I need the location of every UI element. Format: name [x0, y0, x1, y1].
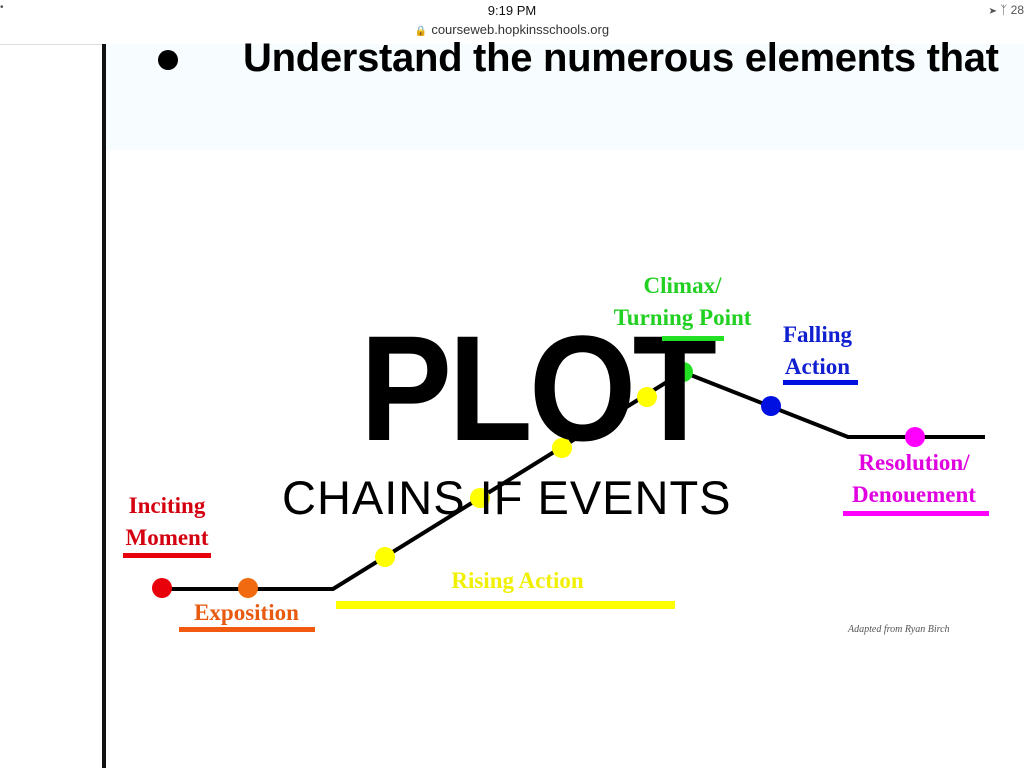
dot-rising-4: [637, 387, 657, 407]
underline-resolution: [843, 511, 989, 516]
label-climax: Climax/Turning Point: [600, 270, 765, 334]
slide-header-area: [105, 44, 1024, 150]
dot-inciting: [152, 578, 172, 598]
label-line: Denouement: [852, 482, 976, 507]
dot-rising-3: [552, 438, 572, 458]
underline-climax: [662, 336, 724, 341]
credit-text: Adapted from Ryan Birch: [848, 624, 950, 635]
dot-rising-1: [375, 547, 395, 567]
system-icons: ➤ ᛉ 28: [990, 3, 1024, 17]
slide-border: [102, 44, 106, 768]
label-line: Inciting: [128, 493, 206, 518]
underline-falling: [783, 380, 858, 385]
bluetooth-icon: ᛉ: [1000, 3, 1008, 17]
bullet-icon: [158, 50, 178, 70]
label-rising-action: Rising Action: [451, 568, 584, 593]
dot-climax: [673, 362, 693, 382]
underline-exposition: [179, 627, 315, 632]
slide-heading: Understand the numerous elements that: [243, 36, 999, 80]
address-bar[interactable]: 🔒courseweb.hopkinsschools.org: [0, 22, 1024, 37]
wifi-icon: •: [0, 2, 4, 13]
dot-exposition: [238, 578, 258, 598]
subtitle: CHAINS IF EVENTS: [282, 471, 732, 524]
url-text: courseweb.hopkinsschools.org: [431, 22, 610, 37]
label-line: Climax/: [643, 273, 722, 298]
label-line: Resolution/: [858, 450, 970, 475]
label-line: Action: [784, 354, 851, 379]
label-line: Moment: [125, 525, 209, 550]
label-line: Falling: [782, 322, 852, 347]
dot-rising-2: [470, 488, 490, 508]
battery-level: 28: [1010, 3, 1024, 17]
label-exposition: Exposition: [194, 600, 299, 625]
plot-title: PLOT: [360, 304, 717, 472]
label-line: Turning Point: [613, 305, 752, 330]
clock: 9:19 PM: [487, 3, 537, 18]
dot-resolution: [905, 427, 925, 447]
label-resolution: Resolution/Denouement: [838, 447, 990, 511]
location-icon: ➤: [989, 3, 997, 17]
underline-inciting: [123, 553, 211, 558]
lock-icon: 🔒: [414, 26, 428, 37]
dot-falling: [761, 396, 781, 416]
underline-rising: [336, 601, 675, 609]
